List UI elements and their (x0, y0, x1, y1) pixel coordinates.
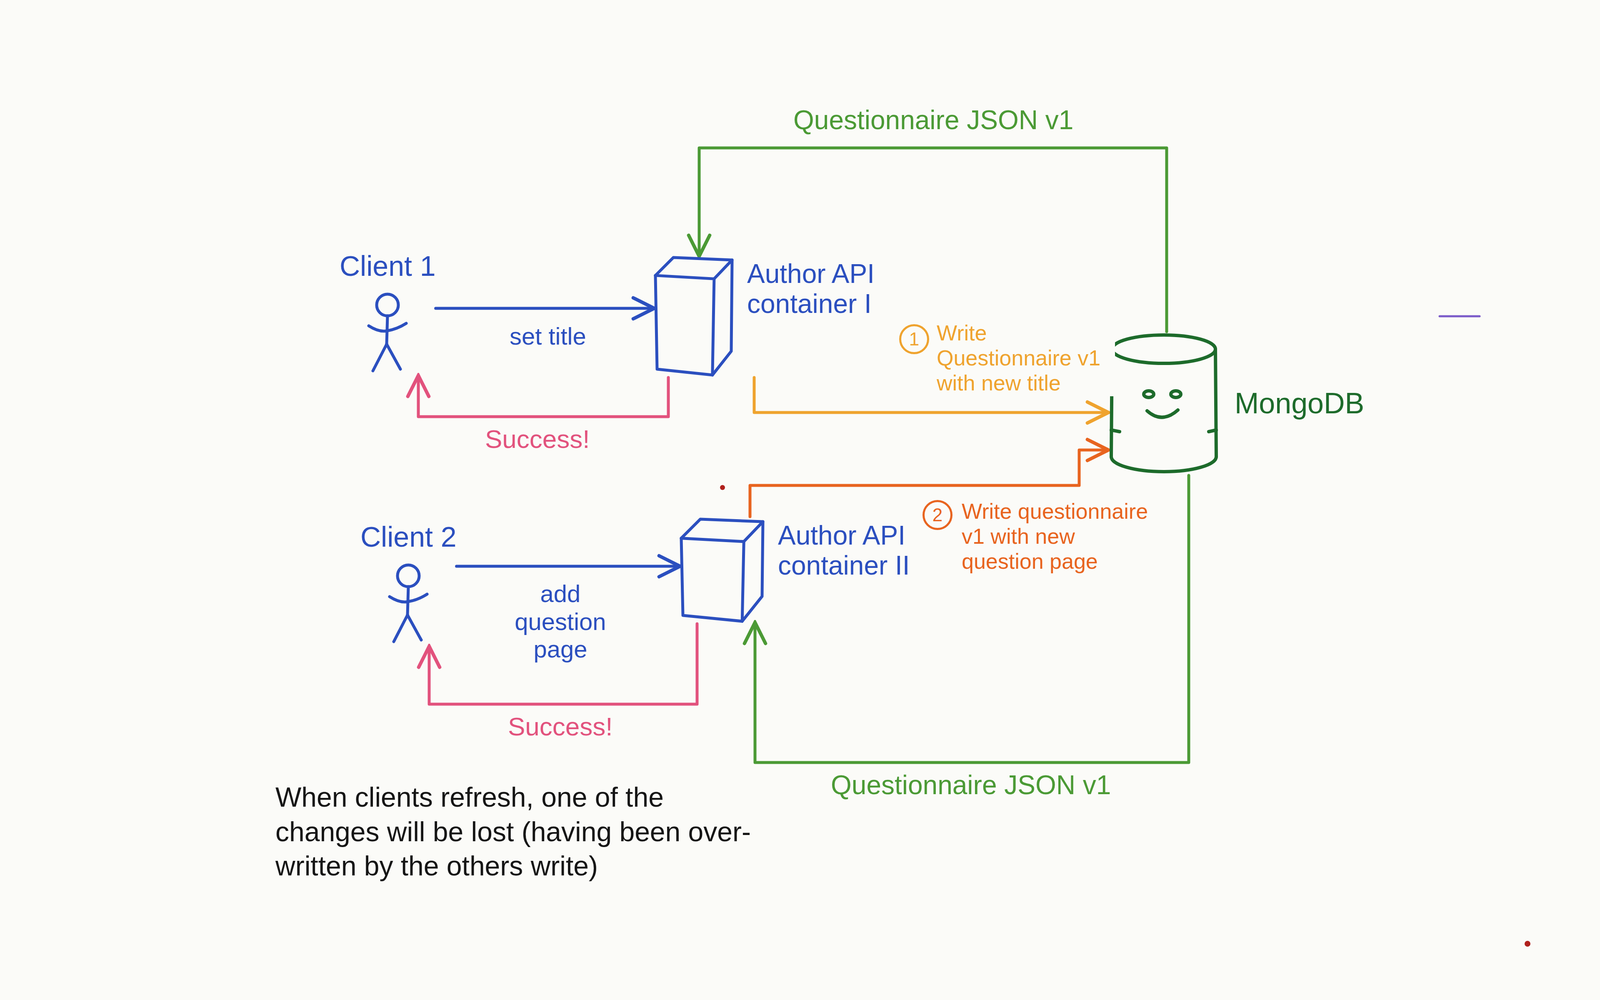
flow-arrow (418, 376, 669, 417)
edge-label: Questionnaire JSON v1 (790, 104, 1077, 137)
database-node: MongoDB (1107, 331, 1365, 476)
edge-label: Write questionnaire v1 with new question… (958, 498, 1165, 575)
stray-mark (1439, 315, 1480, 318)
database-cylinder (1107, 331, 1221, 476)
callout-number: 1 (899, 324, 930, 355)
container-icon (678, 516, 766, 624)
node-figure (377, 560, 440, 648)
node-text-group: Author API container II (777, 516, 916, 581)
stick-figure (356, 289, 419, 377)
flow-arrow (699, 147, 1167, 332)
node-figure (652, 255, 735, 378)
edge-label: Write Questionnaire v1 with new title (933, 320, 1115, 397)
edge-label: set title (506, 321, 590, 352)
node-text-group: Author API container I (747, 255, 885, 319)
node-label: Client 1 (339, 250, 436, 282)
api-container-node: Author API container I (652, 255, 885, 378)
handwritten-note: When clients refresh, one of the changes… (275, 780, 768, 884)
callout-number: 2 (922, 500, 953, 530)
node-text-group: MongoDB (1234, 387, 1365, 420)
edge-label: Success! (481, 423, 594, 455)
flow-arrow (456, 565, 679, 568)
stick-figure (377, 560, 440, 648)
edge-label: add question page (494, 579, 627, 665)
container-icon (652, 255, 735, 378)
api-container-node: Author API container II (678, 516, 916, 624)
node-text-group: Client 1 (339, 250, 436, 282)
node-label: Author API container I (747, 259, 885, 319)
node-figure (356, 289, 419, 377)
node-label: MongoDB (1234, 387, 1365, 420)
client-node: Client 2 (360, 520, 457, 648)
stray-dot (1524, 940, 1531, 947)
flow-arrow (755, 475, 1189, 763)
stray-dot (720, 485, 725, 490)
node-text-group: Client 2 (360, 520, 457, 553)
client-node: Client 1 (339, 250, 436, 377)
edge-label: Success! (504, 710, 617, 743)
node-figure (678, 516, 766, 624)
node-label: Author API container II (777, 520, 916, 581)
node-figure (1107, 331, 1221, 476)
edge-label: Questionnaire JSON v1 (827, 769, 1115, 802)
flow-arrow (435, 307, 653, 310)
node-label: Client 2 (360, 520, 457, 553)
